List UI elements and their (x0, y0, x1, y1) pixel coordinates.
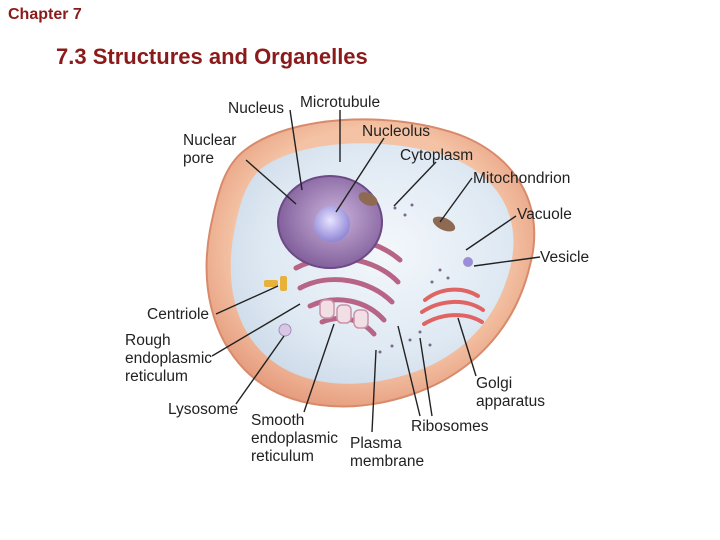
smooth-er-shape (319, 299, 369, 329)
label-nucleus: Nucleus (228, 100, 284, 117)
label-plasma-membrane-line1: Plasma (350, 435, 402, 452)
label-rough-er-line2: endoplasmic (125, 350, 212, 367)
chapter-heading: Chapter 7 (8, 6, 82, 23)
label-smooth-er-line3: reticulum (251, 448, 314, 465)
label-microtubule: Microtubule (300, 94, 380, 111)
vesicle-shape (463, 257, 473, 267)
label-smooth-er-line1: Smooth (251, 412, 304, 429)
cell-illustration (205, 118, 536, 408)
label-nuclear-pore-line1: Nuclear (183, 132, 236, 149)
label-rough-er-line1: Rough (125, 332, 171, 349)
label-ribosomes: Ribosomes (411, 418, 489, 435)
label-golgi-line2: apparatus (476, 393, 545, 410)
label-nucleolus: Nucleolus (362, 123, 430, 140)
mitochondrion-shape (358, 192, 378, 206)
label-cytoplasm: Cytoplasm (400, 147, 473, 164)
label-nuclear-pore-line2: pore (183, 150, 214, 167)
label-vesicle: Vesicle (540, 249, 589, 266)
label-lysosome: Lysosome (168, 401, 238, 418)
golgi-shape (420, 287, 485, 326)
label-golgi-line1: Golgi (476, 375, 512, 392)
leader-lines (211, 109, 541, 433)
label-vacuole: Vacuole (517, 206, 572, 223)
lysosome-shape (278, 323, 292, 337)
label-centriole: Centriole (147, 306, 209, 323)
label-plasma-membrane-line2: membrane (350, 453, 424, 470)
centriole-shape (264, 276, 287, 291)
label-mitochondrion: Mitochondrion (473, 170, 570, 187)
label-rough-er-line3: reticulum (125, 368, 188, 385)
nucleolus-shape (314, 206, 350, 242)
label-smooth-er-line2: endoplasmic (251, 430, 338, 447)
labels: Nucleus Microtubule Nucleolus Nuclear po… (125, 94, 589, 470)
mitochondrion-shape-2 (432, 216, 456, 232)
slide-title: 7.3 Structures and Organelles (56, 44, 368, 69)
ribosomes-shape (378, 203, 450, 354)
